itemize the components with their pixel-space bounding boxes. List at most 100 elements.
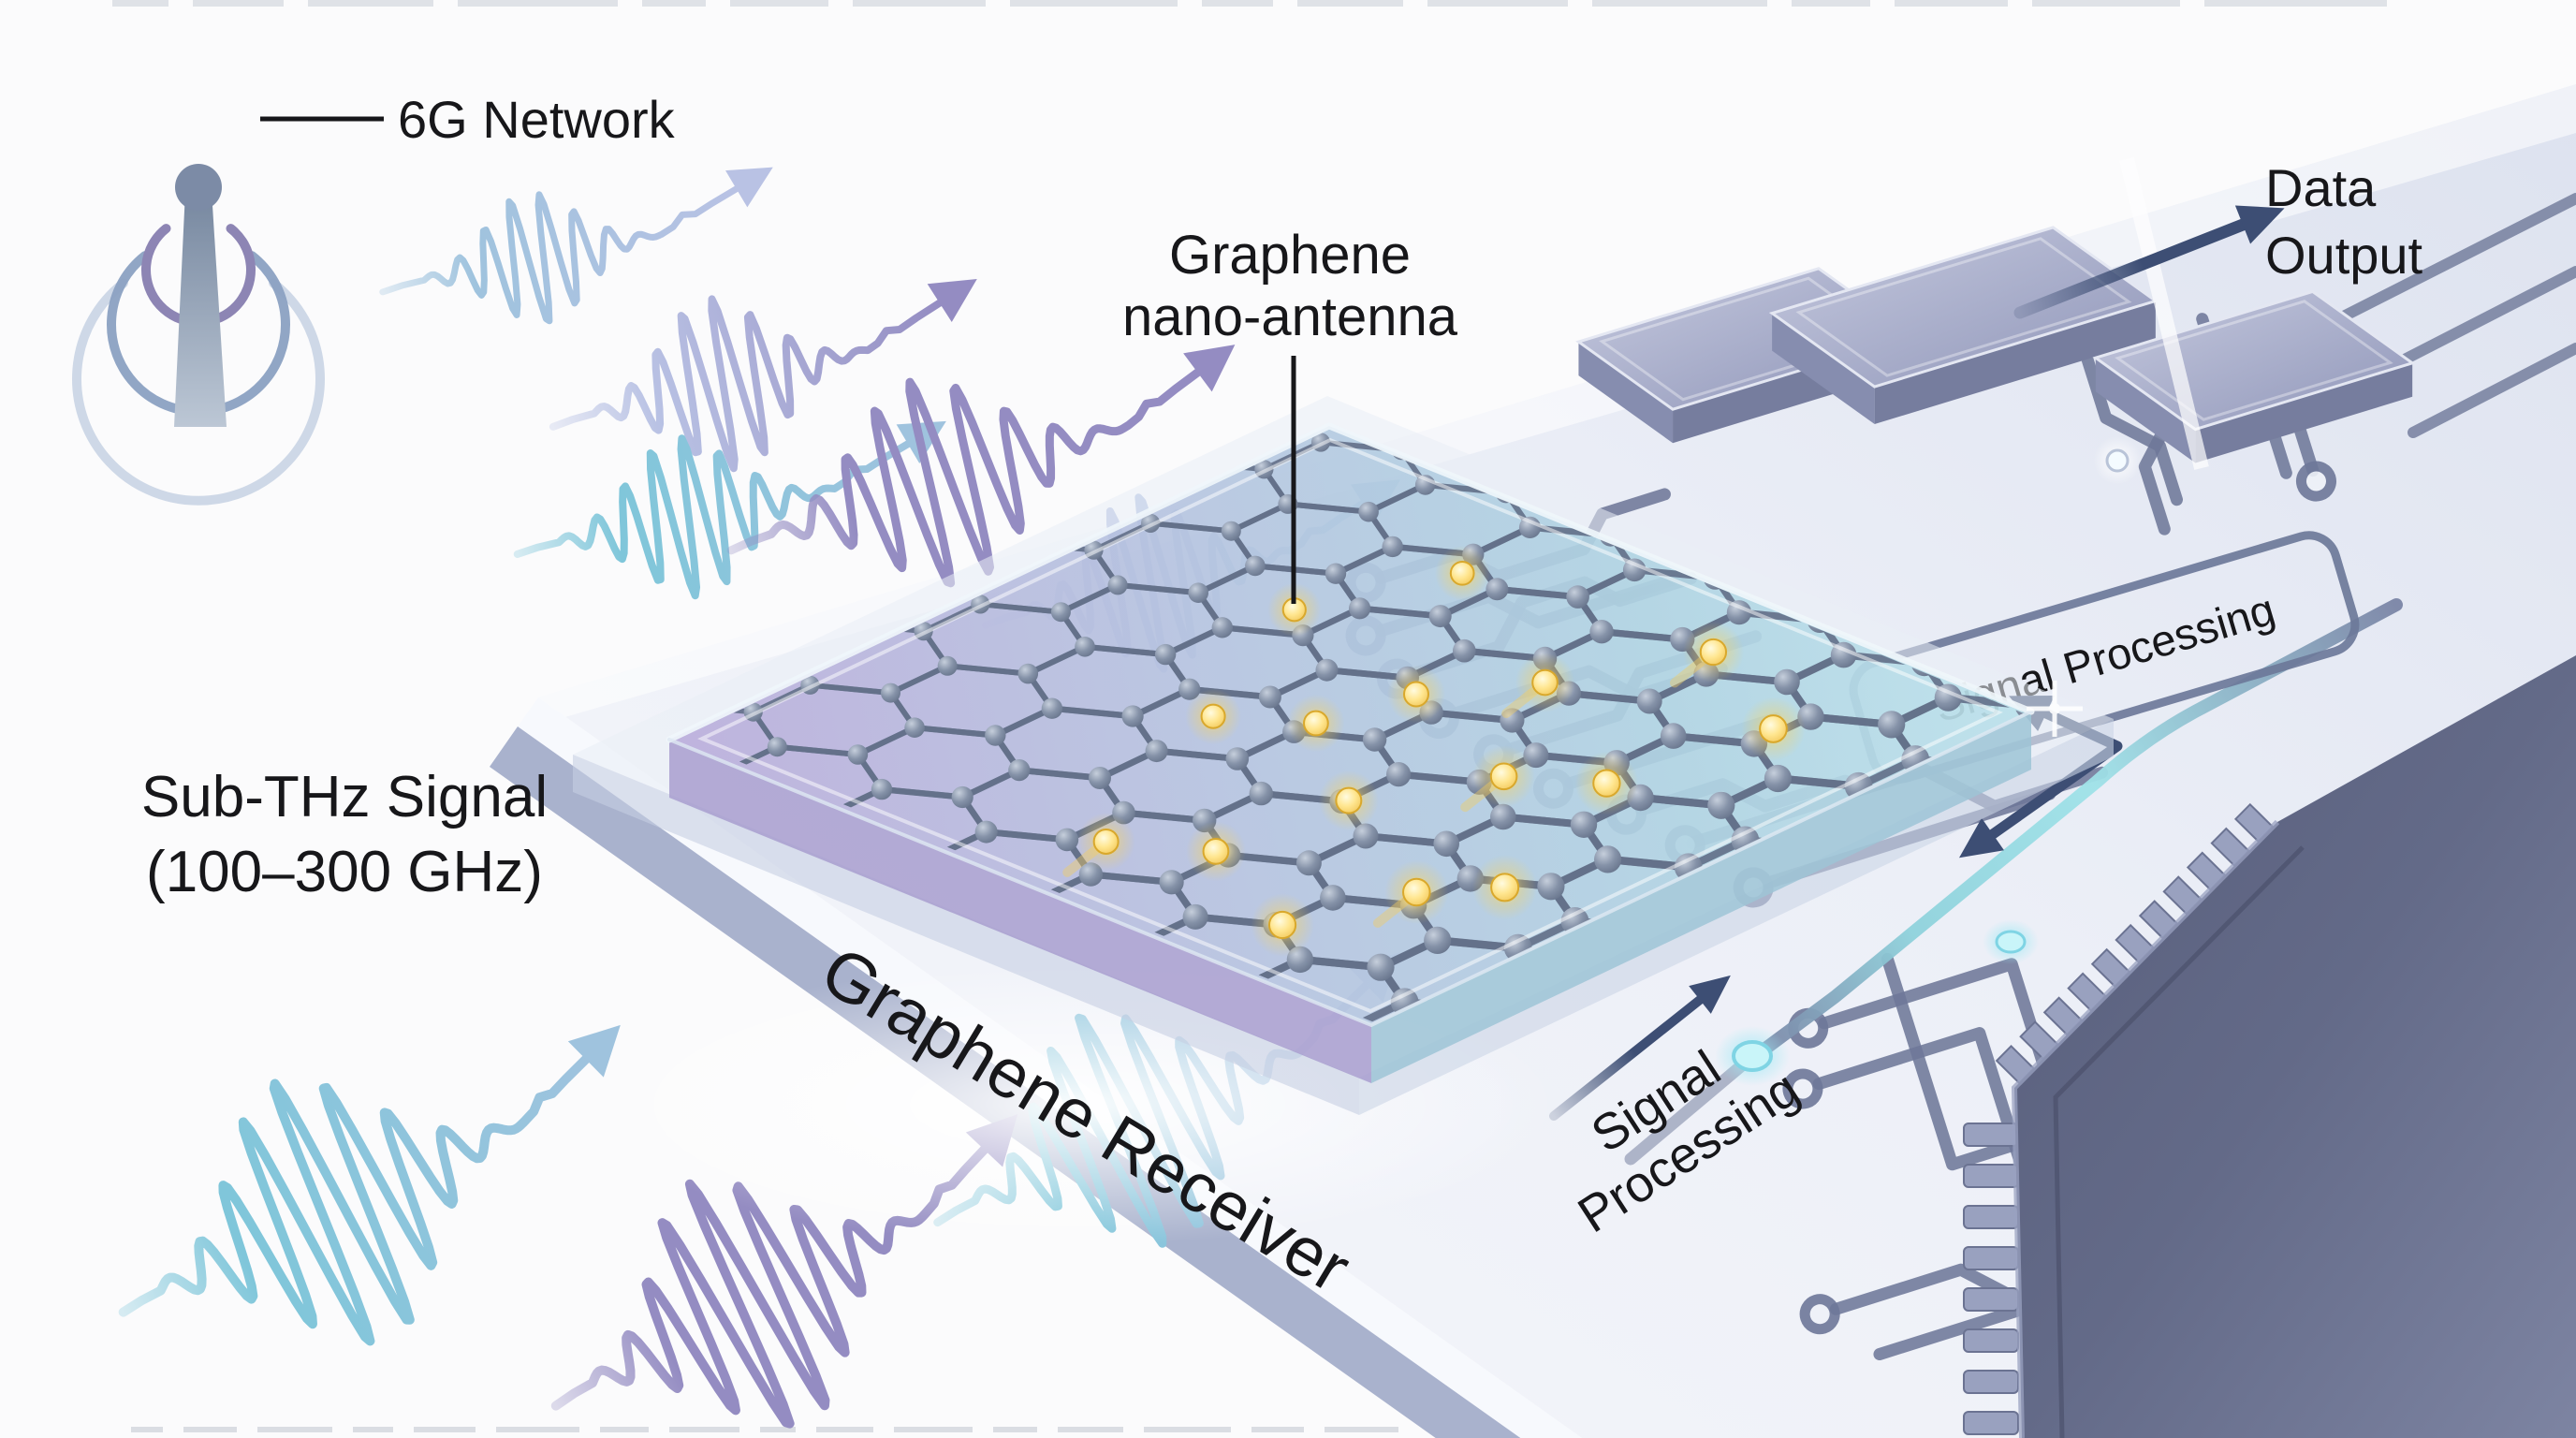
carbon-atom — [1121, 705, 1144, 727]
slab-side-left — [669, 740, 1371, 1083]
carbon-atom — [871, 778, 893, 800]
wave-path — [118, 1054, 591, 1346]
chip-pin — [1963, 1246, 2019, 1270]
slab-edge-highlight — [666, 422, 2035, 743]
carbon-atom — [1726, 600, 1751, 625]
carbon-atom — [1386, 762, 1412, 787]
carbon-atom — [1211, 617, 1234, 638]
hot-electron — [1449, 560, 1475, 586]
carbon-atom — [1245, 555, 1266, 577]
carbon-atom — [1537, 873, 1565, 901]
edge-mark — [1251, 1427, 1304, 1432]
chip-pin — [1963, 1370, 2019, 1394]
carbon-atom — [1362, 727, 1387, 752]
chip-inner-edge — [2053, 845, 2305, 1438]
hot-electron — [1490, 873, 1520, 902]
sparkle-icon — [2027, 681, 2083, 737]
chip-pin — [1963, 1205, 2019, 1229]
carbon-atom — [1249, 781, 1274, 806]
edge-mark — [669, 1427, 739, 1432]
edge-mark — [894, 1427, 973, 1432]
chip-gap-reflection — [2119, 157, 2209, 470]
chip-pin — [1963, 1123, 2019, 1147]
edge-mark — [816, 1427, 873, 1432]
carbon-atom — [1486, 578, 1509, 601]
carbon-atom — [1353, 823, 1379, 849]
wave-arrowhead-icon — [725, 167, 773, 208]
carbon-atom — [1159, 870, 1184, 895]
carbon-atom — [1221, 521, 1241, 541]
carbon-atom — [1017, 663, 1039, 684]
carbon-atom — [1594, 845, 1622, 873]
pcb-via — [1799, 1294, 1840, 1335]
hot-electron — [1489, 762, 1518, 791]
chip-pin — [1963, 1287, 2019, 1312]
carbon-atom — [1428, 605, 1452, 628]
carbon-atom — [1089, 767, 1111, 789]
carbon-atom — [1154, 643, 1177, 666]
edge-mark — [414, 1427, 476, 1432]
edge-mark — [760, 1427, 796, 1432]
arrow-icon — [2234, 205, 2285, 244]
chip-inset — [2115, 300, 2393, 421]
wave-path — [379, 185, 740, 325]
slab-side-right — [1371, 712, 2031, 1083]
carbon-atom — [985, 725, 1006, 746]
pcb-trace — [1873, 1297, 2047, 1361]
carbon-atom — [1295, 850, 1322, 876]
carbon-atom — [1774, 668, 1800, 696]
antenna-ring-outer — [72, 278, 325, 506]
carbon-atom — [1258, 685, 1281, 709]
chip-pin — [1963, 1411, 2019, 1435]
carbon-atom — [1453, 638, 1476, 663]
slab-base-edge — [573, 755, 1359, 1115]
slab-inset-line — [697, 437, 2003, 1014]
carbon-atom — [1178, 678, 1201, 700]
hot-electron — [1200, 703, 1226, 729]
chip-side — [1578, 342, 1674, 444]
broadcast-antenna-icon — [72, 164, 325, 506]
arrow-shaft — [1549, 995, 1705, 1121]
wave-path — [549, 295, 944, 473]
edge-mark — [496, 1427, 579, 1432]
carbon-atom — [881, 682, 900, 703]
glowing-via — [2105, 448, 2130, 473]
edge-mark — [730, 0, 828, 7]
data-output-label-line1: Data — [2265, 158, 2377, 217]
edge-mark — [642, 0, 706, 7]
hot-electron — [1092, 828, 1120, 855]
edge-mark — [1592, 0, 1767, 7]
hot-electron — [1303, 710, 1329, 737]
glowing-via — [1995, 930, 2027, 954]
edge-mark — [993, 1427, 1037, 1432]
chip-body — [2014, 655, 2576, 1438]
chip-side — [1772, 313, 1875, 425]
carbon-atom — [1188, 582, 1208, 603]
hot-electron — [1403, 681, 1429, 708]
chip-side — [2195, 362, 2413, 463]
arrow-icon — [1689, 975, 1731, 1014]
signal-wave-packet-icon — [379, 167, 773, 325]
edge-mark — [1297, 0, 1403, 7]
edge-mark — [257, 1427, 332, 1432]
carbon-atom — [1107, 575, 1128, 595]
chip-bevel-edge — [2011, 819, 2280, 1438]
ic-chip-icon — [2092, 289, 2416, 463]
carbon-atom — [1050, 602, 1071, 623]
wave-path — [513, 434, 912, 600]
hot-electron — [1402, 877, 1431, 907]
arrow-shaft — [2013, 218, 2249, 319]
wave-path — [550, 1144, 989, 1429]
subthz-label-line1: Sub-THz Signal — [141, 765, 548, 829]
edge-mark — [1144, 1427, 1231, 1432]
hot-electron — [1759, 714, 1788, 743]
page-top-edge-marks — [112, 0, 2387, 7]
carbon-atom — [1041, 697, 1063, 719]
carbon-atom — [1145, 740, 1168, 763]
slab-front-edge — [667, 710, 2033, 1028]
graphene-nano-antenna-slab — [573, 396, 2114, 1245]
pcb-trace — [1812, 1027, 2028, 1174]
edge-mark — [853, 0, 986, 7]
processor-chips — [1575, 226, 2416, 463]
edge-mark — [308, 0, 433, 7]
